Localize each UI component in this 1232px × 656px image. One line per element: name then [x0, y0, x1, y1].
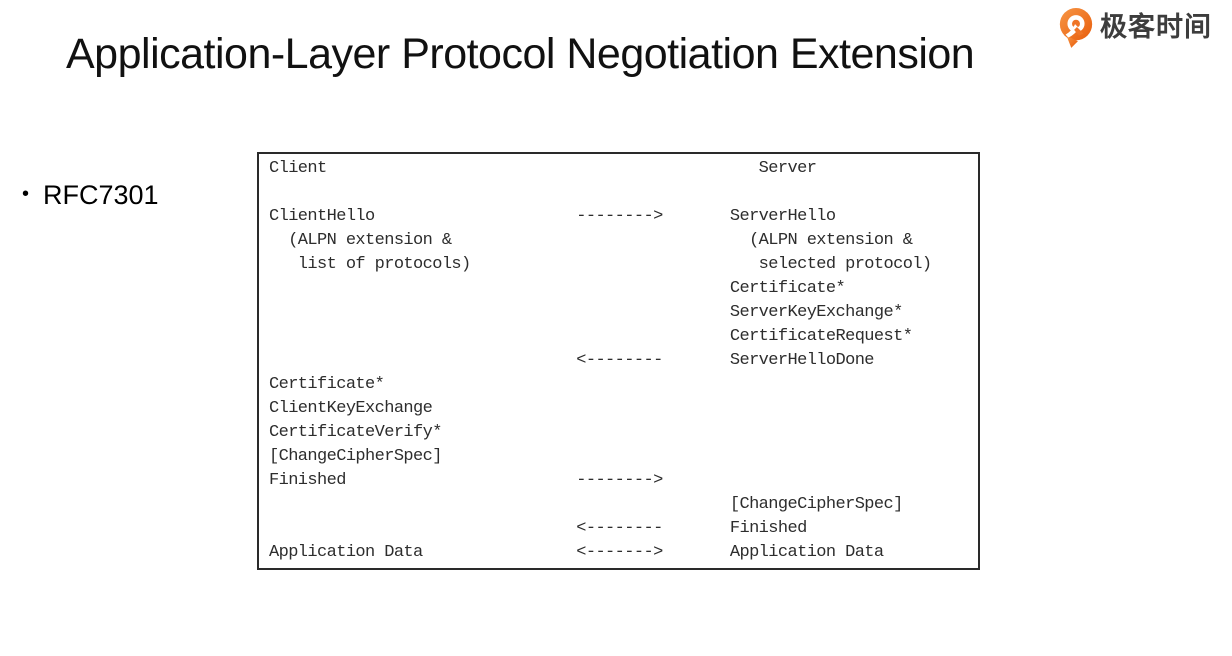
- bullet-marker-icon: •: [22, 183, 30, 205]
- tls-handshake-diagram: Client Server ClientHello --------> Serv…: [257, 152, 980, 570]
- geektime-logo-icon: [1059, 8, 1093, 48]
- diagram-text: Client Server ClientHello --------> Serv…: [269, 159, 932, 562]
- page-title: Application-Layer Protocol Negotiation E…: [66, 30, 975, 78]
- bullet-text: RFC7301: [43, 180, 159, 210]
- geektime-logo: 极客时间: [1057, 7, 1212, 48]
- bullet-item-rfc7301: • RFC7301: [22, 180, 159, 211]
- geektime-logo-text: 极客时间: [1100, 12, 1212, 42]
